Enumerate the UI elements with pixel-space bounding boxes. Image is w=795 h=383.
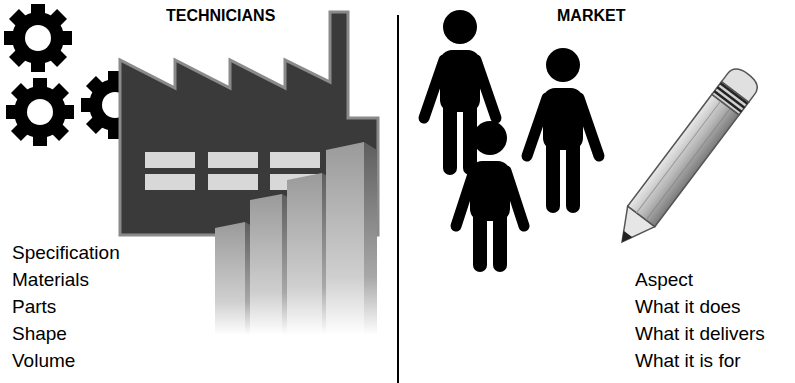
- list-item: Specification: [12, 243, 120, 262]
- column-heading: TECHNICIANS: [166, 8, 275, 24]
- list-item: What it is for: [635, 351, 741, 370]
- list-item: Shape: [12, 324, 67, 343]
- person-icon: [456, 121, 524, 265]
- person-icon: [527, 48, 599, 206]
- list-item: Volume: [12, 351, 75, 370]
- pencil-icon: [608, 64, 762, 252]
- bar-chart-icon: [215, 142, 377, 335]
- column-heading: MARKET: [557, 8, 625, 24]
- list-item: What it does: [635, 297, 741, 316]
- list-item: Aspect: [635, 270, 693, 289]
- divider-line: [397, 15, 399, 383]
- list-item: What it delivers: [635, 324, 765, 343]
- list-item: Parts: [12, 297, 56, 316]
- list-item: Materials: [12, 270, 89, 289]
